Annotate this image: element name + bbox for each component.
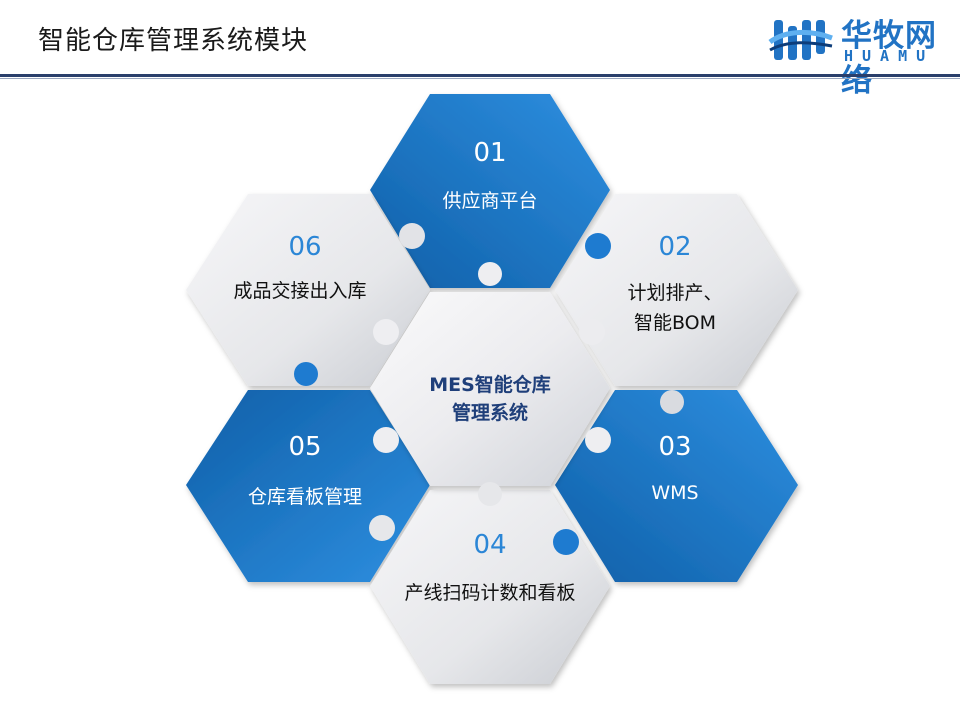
brand-logo: 华牧网络 HUAMU <box>766 12 952 99</box>
module-01-number: 01 <box>473 138 507 168</box>
puzzle-knob <box>373 319 399 345</box>
hex-module-01 <box>370 94 610 288</box>
hex-module-05 <box>186 390 430 582</box>
puzzle-knob <box>369 515 395 541</box>
huamu-logo-icon <box>768 20 833 60</box>
module-03-number: 03 <box>658 432 692 462</box>
header-divider-thin <box>0 78 960 79</box>
puzzle-knob <box>585 233 611 259</box>
puzzle-knob <box>478 262 502 286</box>
module-04-number: 04 <box>473 530 507 560</box>
module-03-label: WMS <box>651 482 699 504</box>
hex-module-06 <box>186 194 430 386</box>
puzzle-knob <box>579 319 605 345</box>
module-01-label: 供应商平台 <box>442 190 538 212</box>
puzzle-knob <box>585 427 611 453</box>
module-02-label-line2: 智能BOM <box>633 312 717 334</box>
puzzle-knob <box>294 362 318 386</box>
module-05-label: 仓库看板管理 <box>247 486 362 508</box>
puzzle-knob <box>660 390 684 414</box>
puzzle-knob <box>478 482 502 506</box>
hex-module-02 <box>555 194 798 386</box>
center-label-line1: MES智能仓库 <box>429 374 551 396</box>
module-04-label: 产线扫码计数和看板 <box>404 582 576 604</box>
module-05-number: 05 <box>288 432 322 462</box>
header-divider <box>0 74 960 77</box>
module-02-label-line1: 计划排产、 <box>627 282 723 304</box>
page-title: 智能仓库管理系统模块 <box>38 26 309 56</box>
puzzle-knob <box>373 427 399 453</box>
puzzle-knob <box>399 223 425 249</box>
module-02-number: 02 <box>658 232 692 262</box>
hex-module-03 <box>555 390 798 582</box>
module-06-label: 成品交接出入库 <box>233 280 367 302</box>
puzzle-knob <box>553 529 579 555</box>
logo-chinese-text: 华牧网络 <box>841 18 937 99</box>
module-06-number: 06 <box>288 232 322 262</box>
hex-module-04 <box>370 490 610 684</box>
hex-center <box>370 292 610 486</box>
logo-english-text: HUAMU <box>844 47 935 65</box>
center-label-line2: 管理系统 <box>451 402 528 424</box>
